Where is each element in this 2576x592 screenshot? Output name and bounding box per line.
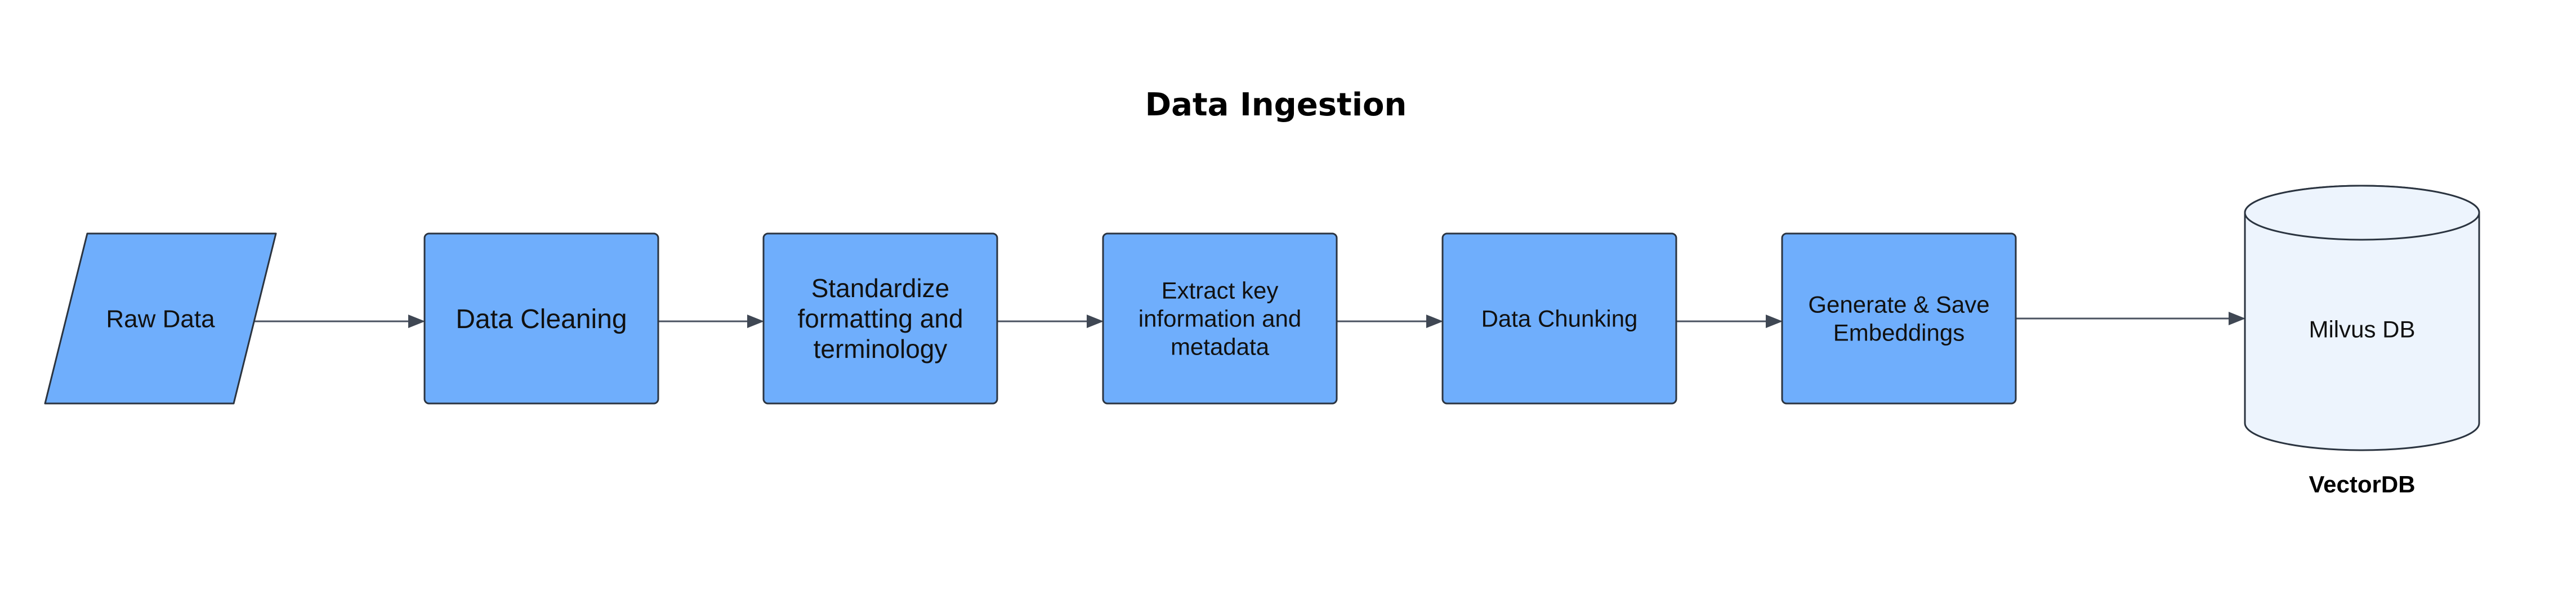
data-cleaning-node: Data Cleaning	[423, 232, 659, 405]
data-cleaning-label-line-1: Data Cleaning	[456, 304, 627, 334]
milvus-db-top	[2244, 185, 2480, 241]
data-cleaning-shape	[423, 232, 659, 405]
extract-shape	[1102, 232, 1338, 405]
raw-data-label-line-1: Raw Data	[106, 305, 215, 333]
data-chunking-node: Data Chunking	[1441, 232, 1677, 405]
generate-shape	[1781, 232, 2017, 405]
standardize-label-line-3: terminology	[814, 334, 948, 364]
nodes-layer: Raw Data Data Cleaning Standardizeformatti…	[44, 185, 2480, 497]
standardize-label-line-1: Standardize	[811, 273, 950, 303]
generate-label-line-1: Generate & Save	[1808, 291, 1989, 318]
milvus-db-node: Milvus DB VectorDB	[2244, 185, 2480, 497]
data-chunking-shape	[1441, 232, 1677, 405]
data-chunking-label-line-1: Data Chunking	[1481, 306, 1638, 332]
generate-label-line-2: Embeddings	[1833, 320, 1965, 346]
raw-data-node: Raw Data	[44, 232, 277, 405]
standardize-shape	[762, 232, 998, 405]
diagram-title: Data Ingestion	[1145, 87, 1407, 123]
edges-layer	[243, 312, 2245, 328]
milvus-db-caption: VectorDB	[2309, 471, 2415, 497]
standardize-label-line-2: formatting and	[797, 304, 963, 333]
extract-label-line-1: Extract key	[1162, 277, 1279, 304]
extract-label-line-2: information and	[1139, 306, 1302, 332]
extract-label-line-3: metadata	[1171, 334, 1270, 360]
raw-data-shape	[44, 232, 277, 405]
milvus-db-label-line-1: Milvus DB	[2309, 316, 2415, 343]
